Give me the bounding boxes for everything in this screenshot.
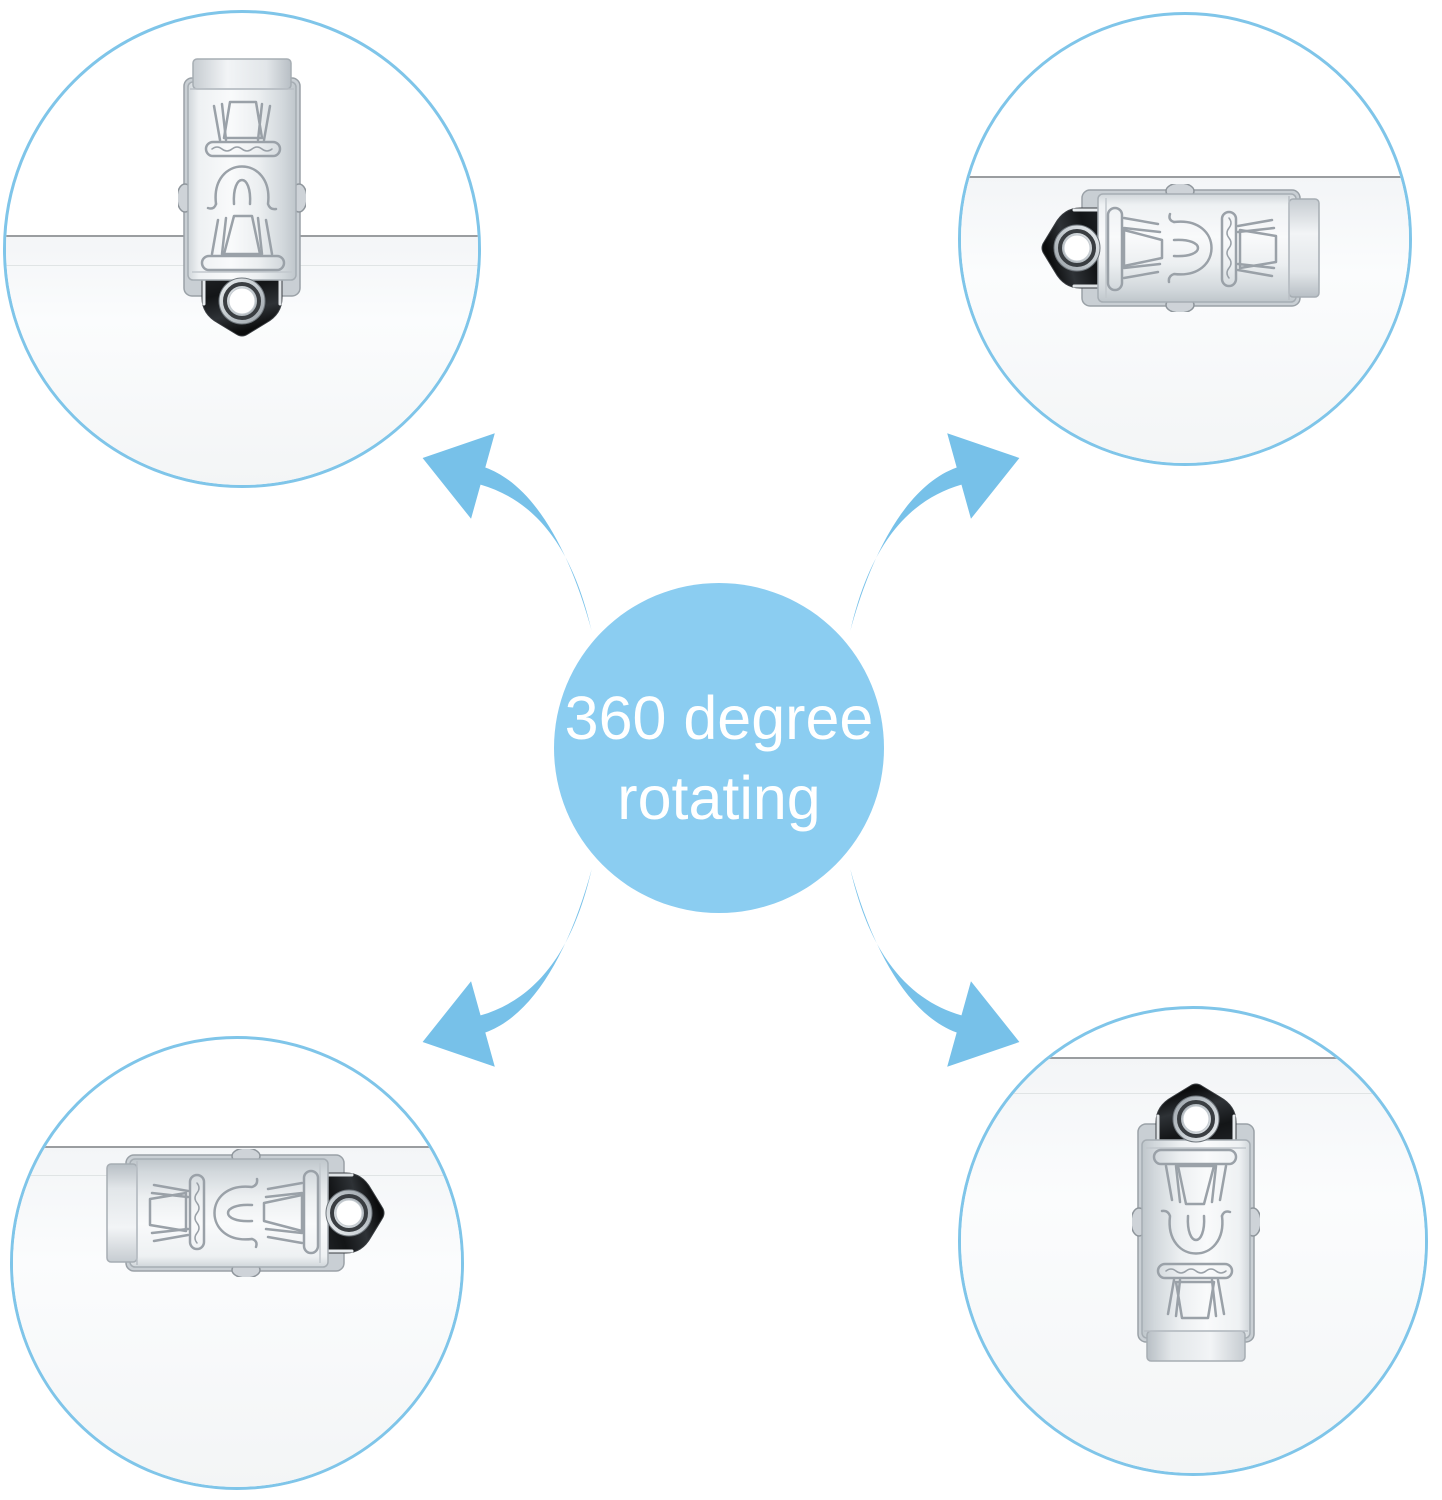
center-badge: 360 degree rotating [554,583,884,913]
rotation-arrow-top-right-icon [837,428,1027,640]
badge-holder-edge-line [961,176,1409,178]
badge-clip-photo [106,1149,386,1277]
rotation-arrow-top-left-icon [415,428,605,640]
badge-clip-icon [1040,184,1320,312]
view-circle-top-left [3,10,481,488]
view-circle-top-right [958,12,1412,466]
center-badge-line2: rotating [617,764,821,832]
badge-holder-edge-line [13,1146,461,1148]
badge-clip-photo [178,58,306,338]
rotation-arrow-bottom-left-icon [415,860,605,1072]
rotation-arrow-bottom-right-icon [837,860,1027,1072]
badge-clip-icon [106,1149,386,1277]
view-circle-bottom-left [10,1036,464,1490]
badge-clip-icon [1132,1082,1260,1362]
center-badge-line1: 360 degree [564,684,874,752]
badge-clip-photo [1040,184,1320,312]
view-circle-bottom-right [958,1006,1428,1476]
badge-clip-icon [178,58,306,338]
badge-clip-photo [1132,1082,1260,1362]
badge-holder-edge-line [961,1057,1425,1059]
